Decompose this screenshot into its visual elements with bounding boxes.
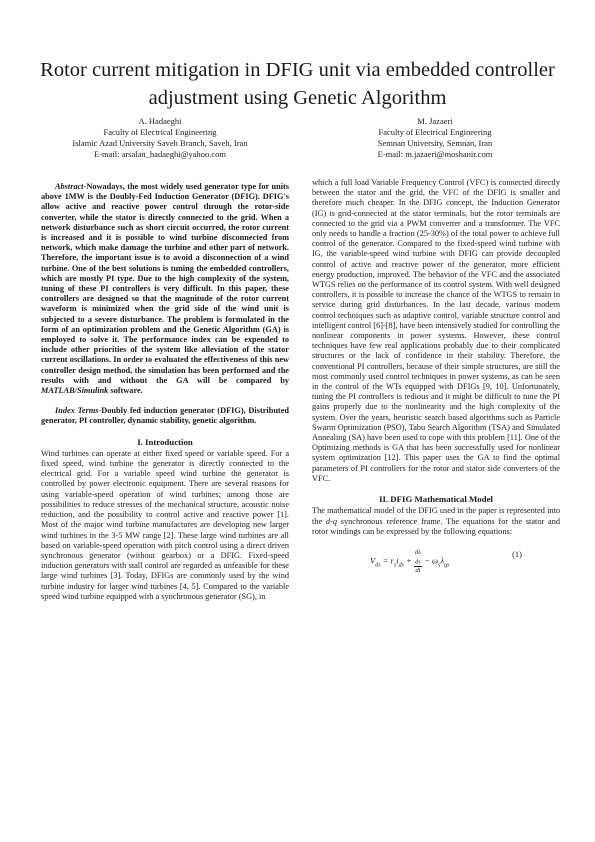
intro-paragraph-continued: which a full load Variable Frequency Con…	[312, 178, 560, 483]
eq-i-sub: ds	[398, 562, 404, 569]
eq-lambda-sub: qs	[444, 562, 450, 569]
dq-frame: d-q	[325, 516, 337, 526]
author-email: E-mail: arsalan_hadaeghi@yahoo.com	[94, 149, 226, 159]
eq-minus: − ω	[421, 555, 438, 566]
eq-plus: +	[403, 555, 414, 566]
equation-number: (1)	[512, 548, 522, 559]
author-email: E-mail: m.jazaeri@moshanir.com	[377, 149, 493, 159]
author-affiliation: Islamic Azad University Saveh Branch, Sa…	[72, 138, 248, 148]
index-terms-text: Doubly fed induction generator (DFIG), D…	[41, 406, 289, 426]
abstract-lead: Abstract-	[55, 182, 87, 191]
abstract-text: Nowadays, the most widely used generator…	[41, 182, 289, 385]
eq-lhs: V	[370, 555, 376, 566]
model-text-end: synchronous reference frame. The equatio…	[312, 516, 560, 536]
eq-w-sub: s	[437, 562, 441, 569]
section-heading-model: II. DFIG Mathematical Model	[379, 494, 493, 505]
eq-frac-den: dt	[415, 567, 421, 575]
right-column: which a full load Variable Frequency Con…	[312, 178, 560, 574]
abstract: Abstract-Nowadays, the most widely used …	[41, 182, 289, 396]
abstract-software: MATLAB/Simulink	[41, 386, 109, 396]
abstract-text-end: software.	[108, 386, 143, 396]
eq-lhs-sub: ds	[375, 562, 381, 569]
section-heading-introduction: I. Introduction	[137, 436, 193, 447]
author-department: Faculty of Electrical Engineering	[103, 127, 217, 137]
eq-num-sub: ds	[415, 559, 421, 566]
eq-frac-num: dλ ds	[413, 548, 422, 568]
index-terms: Index Terms-Doubly fed induction generat…	[41, 406, 289, 426]
author-name: A. Hadaeghi	[138, 116, 182, 126]
model-text: The mathematical model of the DFIG used …	[312, 506, 560, 526]
paper-title: Rotor current mitigation in DFIG unit vi…	[40, 59, 555, 109]
left-column: Abstract-Nowadays, the most widely used …	[41, 182, 289, 602]
eq-i: i	[396, 555, 399, 566]
author-affiliation: Semnan University, Semnan, Iran	[377, 138, 493, 148]
eq-r: = r	[380, 555, 394, 566]
eq-num-text: dλ	[414, 548, 421, 556]
model-paragraph: The mathematical model of the DFIG used …	[312, 506, 560, 537]
index-terms-lead: Index Terms-	[55, 406, 102, 416]
author-block-1: A. Hadaeghi Faculty of Electrical Engine…	[40, 116, 280, 160]
intro-paragraph: Wind turbines can operate at either fixe…	[41, 448, 289, 601]
author-name: M. Jazaeri	[417, 116, 453, 126]
author-block-2: M. Jazaeri Faculty of Electrical Enginee…	[315, 116, 555, 160]
eq-lambda: λ	[440, 555, 445, 566]
eq-r-sub: s	[393, 562, 397, 569]
author-department: Faculty of Electrical Engineering	[378, 127, 492, 137]
